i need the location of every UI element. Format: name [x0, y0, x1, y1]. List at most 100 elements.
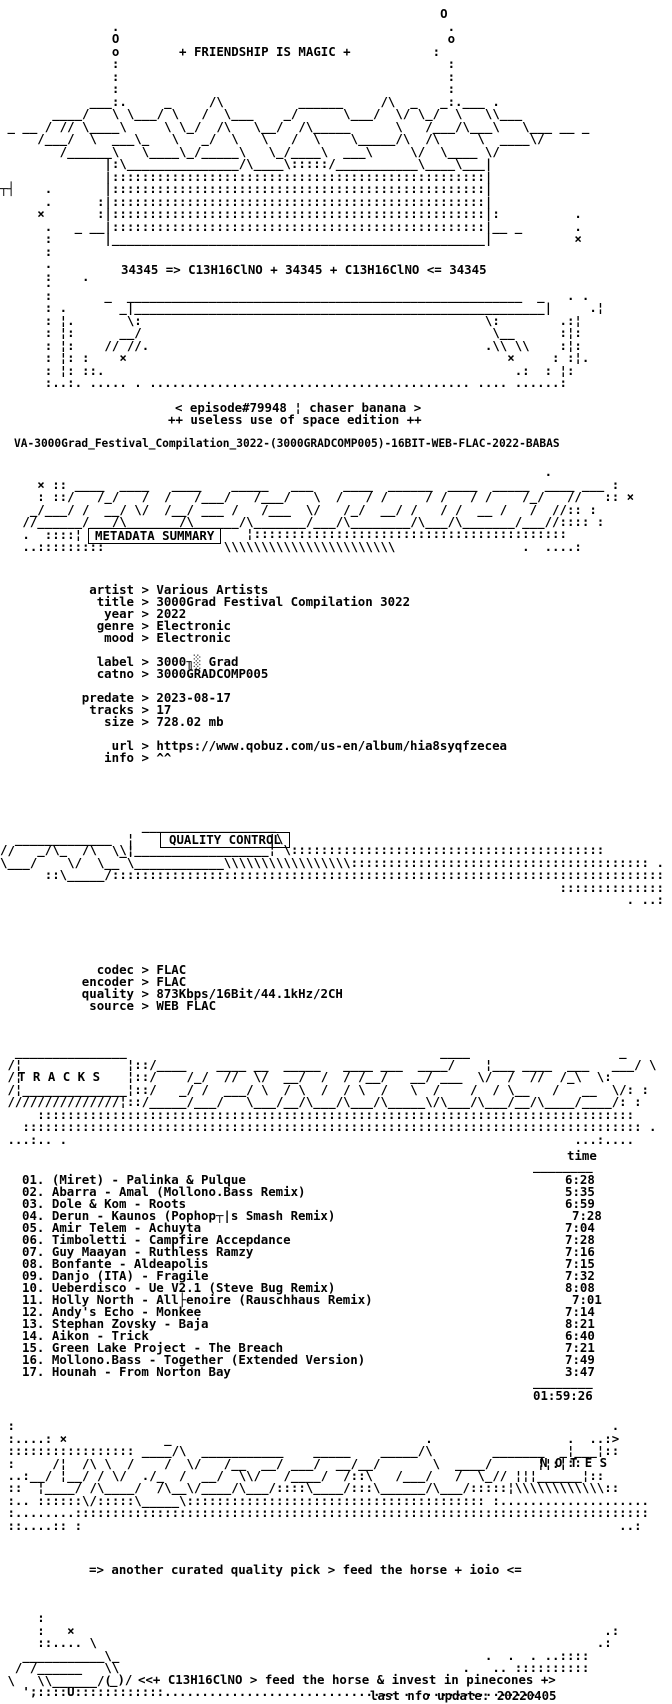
- meta-value: 728.02 mb: [156, 714, 224, 729]
- meta-key: catno: [96, 666, 134, 681]
- track-title: Stephan Zovsky - Baja: [51, 1316, 209, 1331]
- meta-value: ^^: [156, 750, 172, 765]
- meta-key: info: [104, 750, 134, 765]
- track-row: 16. Mollono.Bass - Together (Extended Ve…: [22, 1352, 365, 1367]
- metadata-row: catno > 3000GRADCOMP005: [72, 666, 269, 681]
- quality-row: quality > 873Kbps/16Bit/44.1kHz/2CH: [72, 986, 343, 1001]
- track-row: 15. Green Lake Project - The Breach: [22, 1340, 284, 1355]
- meta-value: 3000╖░ Grad: [156, 654, 239, 669]
- track-row: 06. Timboletti - Campfire Accepdance: [22, 1232, 291, 1247]
- track-time: 7:01: [572, 1292, 602, 1307]
- quality-row: source > WEB FLAC: [72, 998, 217, 1013]
- quality-value: FLAC: [156, 962, 187, 977]
- track-row: 04. Derun - Kaunos (Pophop┬|s Smash Remi…: [22, 1208, 336, 1223]
- track-title: Amir Telem - Achuyta: [51, 1220, 202, 1235]
- track-time: 7:49: [565, 1352, 595, 1367]
- meta-value url-link[interactable]: https://www.qobuz.com/us-en/album/hia8sy…: [156, 738, 508, 753]
- meta-value: 2023-08-17: [156, 690, 231, 705]
- tracks-section-label: T R A C K S: [18, 1069, 101, 1084]
- track-title: (Miret) - Palinka & Pulque: [51, 1172, 246, 1187]
- meta-key: label: [96, 654, 134, 669]
- metadata-row: predate > 2023-08-17: [72, 690, 231, 705]
- track-title: Hounah - From Norton Bay: [51, 1364, 231, 1379]
- metadata-row: label > 3000╖░ Grad: [72, 654, 239, 669]
- quality-value: WEB FLAC: [156, 998, 217, 1013]
- track-number: 01.: [22, 1172, 45, 1187]
- banner-tagline: + FRIENDSHIP IS MAGIC +: [179, 43, 351, 59]
- meta-value: Electronic: [156, 630, 231, 645]
- track-number: 09.: [22, 1268, 45, 1283]
- track-title: Dole & Kom - Roots: [51, 1196, 187, 1211]
- release-name: VA-3000Grad_Festival_Compilation_3022-(3…: [14, 437, 560, 450]
- quality-key: quality: [81, 986, 134, 1001]
- time-header-rule: ________: [533, 1158, 593, 1173]
- metadata-row: tracks > 17: [72, 702, 172, 717]
- meta-key: artist: [89, 582, 134, 597]
- track-time: 7:14: [565, 1304, 595, 1319]
- track-row: 07. Guy Maayan - Ruthless Ramzy: [22, 1244, 254, 1259]
- track-time: 6:28: [565, 1172, 595, 1187]
- track-time: 7:15: [565, 1256, 595, 1271]
- track-title: Derun - Kaunos (Pophop┬|s Smash Remix): [51, 1208, 336, 1223]
- metadata-row: size > 728.02 mb: [72, 714, 224, 729]
- track-title: Bonfante - Aldeapolis: [51, 1256, 209, 1271]
- track-row: 11. Holly North - All├enoire (Rauschhaus…: [22, 1292, 373, 1307]
- meta-key: genre: [96, 618, 134, 633]
- track-title: Holly North - All├enoire (Rauschhaus Rem…: [51, 1292, 373, 1307]
- total-rule: ________: [533, 1374, 593, 1389]
- footer-horse-tail: _)/: [110, 1672, 133, 1687]
- footer-dots: ';::::U::::::::::::.....................…: [0, 1684, 538, 1699]
- track-time: 3:47: [565, 1364, 595, 1379]
- track-number: 13.: [22, 1316, 45, 1331]
- track-row: 12. Andy's Echo - Monkee: [22, 1304, 201, 1319]
- meta-key: title: [96, 594, 134, 609]
- total-time: 01:59:26: [533, 1388, 593, 1403]
- metadata-row: artist > Various Artists: [72, 582, 269, 597]
- track-number: 12.: [22, 1304, 45, 1319]
- track-number: 04.: [22, 1208, 45, 1223]
- episode-line-2: ++ useless use of space edition ++: [168, 412, 422, 427]
- track-time: 5:35: [565, 1184, 595, 1199]
- meta-value: 3000Grad Festival Compilation 3022: [156, 594, 411, 609]
- track-title: Timboletti - Campfire Accepdance: [51, 1232, 291, 1247]
- footer-ascii-art: : : × .: ::.... \ .: ___________\_: [7, 1610, 620, 1688]
- track-time: 6:40: [565, 1328, 595, 1343]
- track-number: 11.: [22, 1292, 45, 1307]
- track-number: 10.: [22, 1280, 45, 1295]
- bridge-ascii-art: . : _ __________________________________…: [44, 275, 605, 390]
- quality-value: FLAC: [156, 974, 187, 989]
- track-number: 14.: [22, 1328, 45, 1343]
- episode-line-1: < episode#79948 ¦ chaser banana >: [175, 400, 422, 415]
- track-time: 7:28: [565, 1232, 595, 1247]
- metadata-row: year > 2022: [72, 606, 187, 621]
- track-time: 7:04: [565, 1220, 595, 1235]
- meta-value: 17: [156, 702, 172, 717]
- quality-value: 873Kbps/16Bit/44.1kHz/2CH: [156, 986, 343, 1001]
- track-time: 7:21: [565, 1340, 595, 1355]
- track-number: 03.: [22, 1196, 45, 1211]
- track-row: 08. Bonfante - Aldeapolis: [22, 1256, 209, 1271]
- meta-value: Electronic: [156, 618, 231, 633]
- quality-row: codec > FLAC: [72, 962, 187, 977]
- track-title: Danjo (ITA) - Fragile: [51, 1268, 209, 1283]
- meta-key: mood: [104, 630, 134, 645]
- meta-value: Various Artists: [156, 582, 269, 597]
- metadata-row: title > 3000Grad Festival Compilation 30…: [72, 594, 411, 609]
- track-number: 02.: [22, 1184, 45, 1199]
- meta-key: tracks: [89, 702, 134, 717]
- track-time: 8:08: [565, 1280, 595, 1295]
- track-row: 09. Danjo (ITA) - Fragile: [22, 1268, 209, 1283]
- track-row: 10. Ueberdisco - Ue V2.1 (Steve Bug Remi…: [22, 1280, 335, 1295]
- time-column-header: time: [567, 1148, 597, 1163]
- meta-value: 2022: [156, 606, 187, 621]
- track-number: 05.: [22, 1220, 45, 1235]
- track-title: Green Lake Project - The Breach: [51, 1340, 284, 1355]
- last-update: last nfo update: 20220405: [370, 1688, 557, 1703]
- track-time: 8:21: [565, 1316, 595, 1331]
- track-title: Guy Maayan - Ruthless Ramzy: [51, 1244, 254, 1259]
- track-number: 15.: [22, 1340, 45, 1355]
- quality-header-tail: / _/\_ /\ \¦__________________¦ \:::::::…: [0, 842, 672, 907]
- notes-line: => another curated quality pick > feed t…: [89, 1562, 522, 1577]
- track-number: 16.: [22, 1352, 45, 1367]
